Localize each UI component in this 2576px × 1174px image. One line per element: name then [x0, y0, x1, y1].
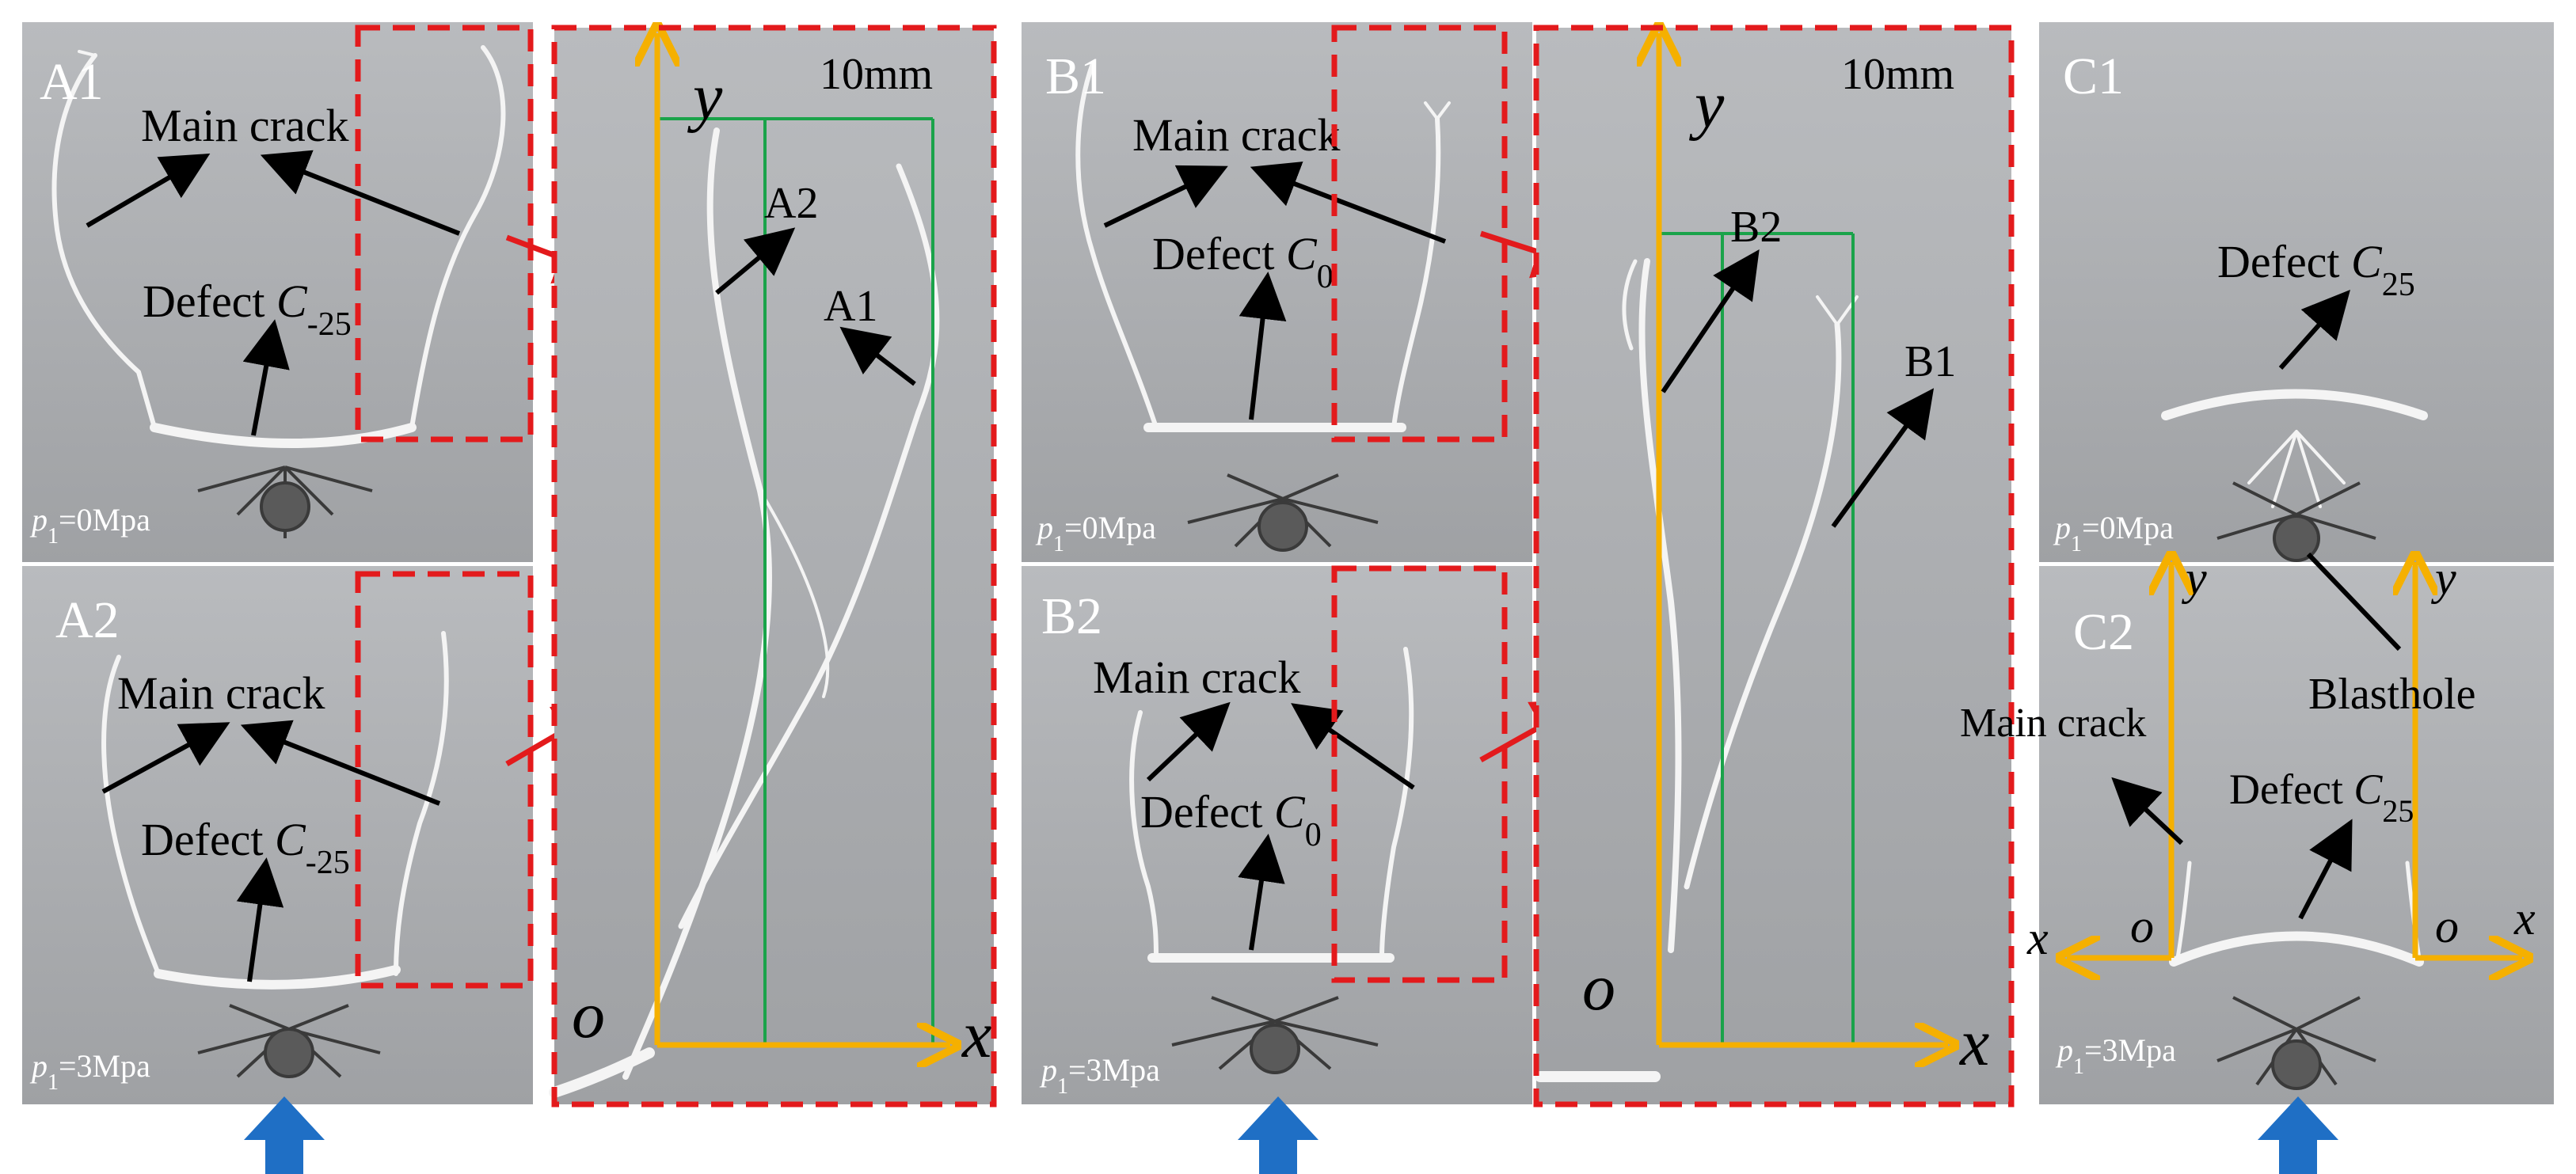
arrow-defect-c1 [2278, 290, 2350, 370]
arrow-defect-b2 [1238, 834, 1285, 951]
photo-c2 [2039, 566, 2554, 1104]
arrow-main-crack-b1-right [1250, 161, 1447, 244]
main-crack-label-a1: Main crack [141, 100, 348, 151]
photo-a1 [22, 22, 533, 562]
crack-label-b2-zoom: B2 [1730, 203, 1782, 252]
origin-label-b-zoom: o [1582, 951, 1615, 1024]
photo-c1 [2039, 22, 2554, 562]
panel-b2: B2 Main crack Defect C0 p1=3Mpa [1022, 565, 1532, 1104]
arrow-main-crack-b2-right [1291, 703, 1415, 790]
axis-y-label-c2-right: y [2430, 552, 2456, 604]
photo-a-zoom [554, 28, 994, 1104]
axis-y-label-b-zoom: y [1688, 68, 1725, 142]
main-crack-label-b2: Main crack [1093, 652, 1300, 703]
arrow-crack-a2-zoom [715, 227, 796, 295]
flow-arrow-b2-bottom [1238, 1096, 1318, 1174]
defect-label-a1: Defect C-25 [143, 275, 352, 343]
panel-c2: y y x x o o C2 Main crack Blasthole Defe… [1960, 552, 2554, 1104]
blasthole-c2 [2216, 996, 2376, 1090]
main-crack-label-b1: Main crack [1132, 109, 1340, 161]
arrow-defect-c2 [2298, 819, 2353, 920]
crack-pattern-b2 [1129, 647, 1414, 963]
defect-label-c2: Defect C25 [2229, 766, 2414, 829]
panel-b1: B1 Main crack Defect C0 p1=0Mpa [1022, 22, 1532, 562]
pressure-label-c1: p1=0Mpa [2053, 510, 2174, 557]
blasthole-a1 [197, 465, 373, 538]
zoom-frame-a1 [355, 25, 534, 443]
crack-pattern-c1 [2161, 389, 2428, 508]
defect-label-b1: Defect C0 [1152, 228, 1334, 295]
defect-label-a2: Defect C-25 [141, 814, 350, 881]
panel-a1: A1 Main crack Defect C-25 p1=0Mpa [22, 22, 534, 562]
arrow-crack-b2-zoom [1661, 249, 1760, 393]
origin-label-c2-right: o [2435, 900, 2459, 952]
panel-b1-id: B1 [1045, 47, 1106, 105]
main-crack-label-c2: Main crack [1960, 701, 2146, 746]
arrow-crack-a1-zoom [839, 326, 916, 386]
crack-label-b1-zoom: B1 [1904, 337, 1956, 386]
panel-b2-id: B2 [1041, 587, 1102, 645]
panel-a2: A2 Main crack Defect C-25 p1=3Mpa [22, 566, 534, 1104]
defect-label-b2: Defect C0 [1140, 786, 1322, 853]
panel-b-zoom: y x o 10mm B2 B1 [1533, 25, 2015, 1108]
pressure-label-c2: p1=3Mpa [2055, 1032, 2176, 1079]
arrow-main-crack-b2-left [1146, 701, 1231, 782]
arrow-main-crack-b1-left [1103, 165, 1228, 228]
zoom-frame-a2 [355, 571, 534, 989]
zoom-frame-b1 [1331, 25, 1508, 443]
blasthole-b1 [1187, 473, 1379, 552]
main-crack-label-a2: Main crack [117, 667, 325, 719]
zoom-frame-b-main [1533, 25, 2015, 1108]
arrow-main-crack-a1-left [86, 153, 211, 228]
origin-label-c2-left: o [2130, 900, 2154, 952]
panel-c1-id: C1 [2063, 47, 2124, 105]
arrow-main-crack-c2 [2111, 777, 2184, 845]
axis-y-label-a-zoom: y [687, 60, 723, 134]
blasthole-b2 [1171, 996, 1379, 1074]
arrow-main-crack-a2-right [240, 720, 441, 806]
axis-x-label-b-zoom: x [1958, 1006, 1989, 1080]
origin-label-a-zoom: o [572, 978, 605, 1052]
blasthole-label-c2: Blasthole [2308, 670, 2476, 719]
panel-a2-id: A2 [55, 591, 120, 649]
arrow-crack-b1-zoom [1831, 388, 1935, 528]
blasthole-a2 [197, 1004, 381, 1078]
pressure-label-a1: p1=0Mpa [29, 502, 150, 549]
zoom-frame-a-main [551, 25, 997, 1108]
axis-x-label-c2-right: x [2513, 892, 2536, 944]
panel-c1: C1 Defect C25 p1=0Mpa [2039, 22, 2554, 562]
arrow-blasthole [2306, 552, 2402, 652]
crack-label-a2-zoom: A2 [764, 179, 818, 228]
panel-a-zoom: y x o 10mm A2 A1 [549, 25, 997, 1108]
arrow-defect-a2 [236, 857, 284, 982]
pressure-label-b2: p1=3Mpa [1039, 1052, 1160, 1099]
scale-label-b-zoom: 10mm [1841, 50, 1954, 99]
zoom-frame-b2 [1331, 565, 1508, 983]
blasthole-c1 [2216, 481, 2376, 562]
flow-arrow-a2-bottom [244, 1096, 325, 1174]
axis-y-label-c2-left: y [2181, 552, 2207, 604]
crack-pattern-b1 [1075, 61, 1451, 432]
crack-pattern-a2 [101, 631, 449, 990]
photo-b-zoom [1536, 28, 2011, 1104]
crack-pattern-a1 [51, 45, 506, 448]
arrow-main-crack-a1-right [260, 150, 461, 236]
pressure-label-a2: p1=3Mpa [29, 1048, 150, 1095]
arrow-main-crack-a2-left [101, 722, 230, 794]
panel-a1-id: A1 [40, 53, 104, 111]
pressure-label-b1: p1=0Mpa [1035, 510, 1156, 557]
flow-arrow-c2-bottom [2258, 1096, 2338, 1174]
axis-x-label-a-zoom: x [961, 998, 991, 1072]
arrow-defect-a1 [242, 319, 290, 436]
crack-label-a1-zoom: A1 [824, 282, 877, 331]
arrow-defect-b1 [1239, 272, 1287, 420]
panel-c2-id: C2 [2073, 603, 2134, 661]
axis-x-label-c2-left: x [2026, 912, 2049, 964]
defect-label-c1: Defect C25 [2217, 236, 2415, 303]
scale-label-a-zoom: 10mm [820, 50, 933, 99]
